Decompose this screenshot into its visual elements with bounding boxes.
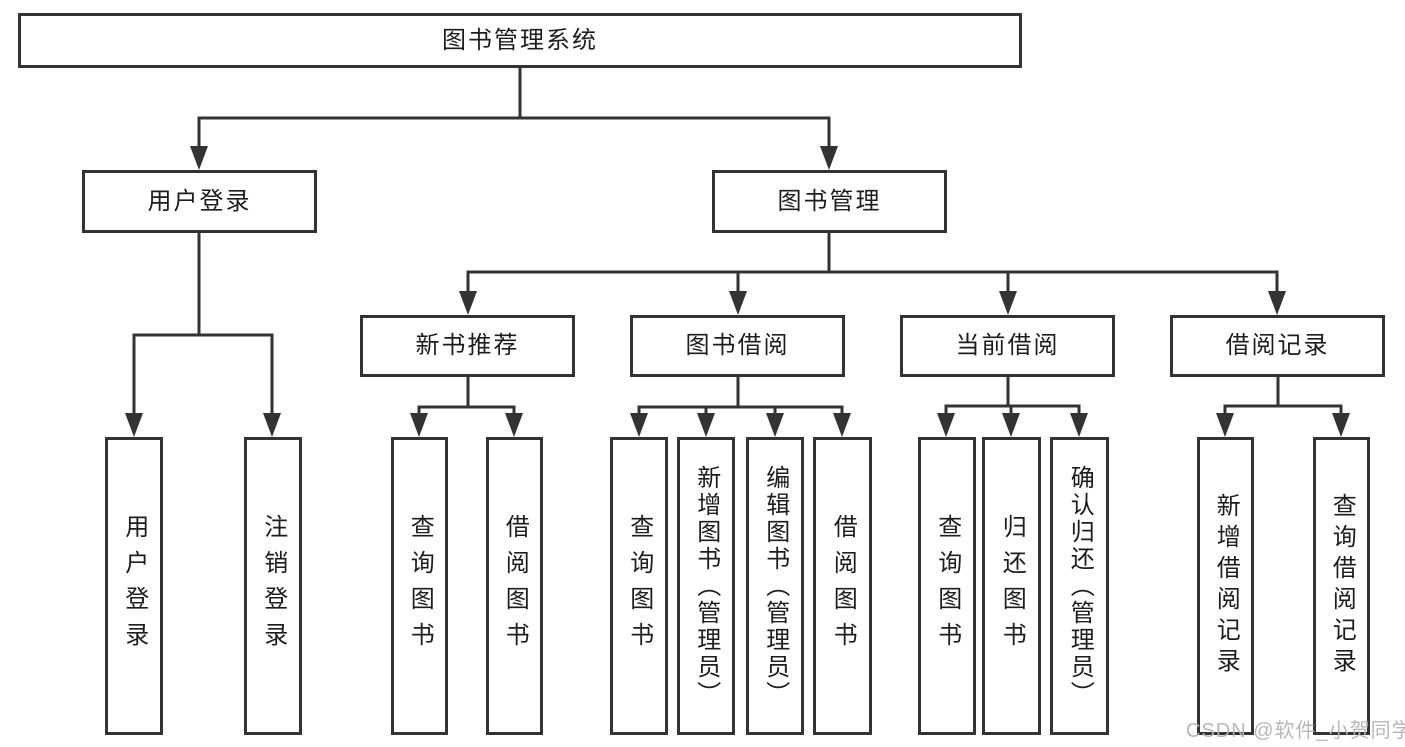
leaf-logout: 注销登录 — [244, 437, 302, 735]
node-new-book-recommend: 新书推荐 — [360, 315, 575, 377]
leaf-add-book-admin: 新增图书（管理员） — [677, 437, 735, 735]
leaf-edit-book-admin: 编辑图书（管理员） — [746, 437, 804, 735]
node-current-borrow: 当前借阅 — [900, 315, 1115, 377]
leaf-query-books-recommend: 查询图书 — [391, 437, 448, 735]
leaf-add-borrow-record: 新增借阅记录 — [1197, 437, 1254, 735]
watermark-text: CSDN @软件_小贺同学 — [1186, 720, 1405, 742]
node-user-login: 用户登录 — [82, 170, 317, 233]
leaf-confirm-return-admin: 确认归还（管理员） — [1050, 437, 1109, 735]
leaf-query-borrow-record: 查询借阅记录 — [1313, 437, 1370, 735]
leaf-borrow-books-recommend: 借阅图书 — [486, 437, 543, 735]
node-borrow-records: 借阅记录 — [1170, 315, 1385, 377]
node-library-management-system: 图书管理系统 — [18, 13, 1022, 68]
leaf-query-books-borrow: 查询图书 — [610, 437, 668, 735]
leaf-user-login: 用户登录 — [105, 437, 163, 735]
leaf-query-books-current: 查询图书 — [918, 437, 976, 735]
leaf-return-book: 归还图书 — [982, 437, 1041, 735]
node-book-borrow: 图书借阅 — [630, 315, 845, 377]
node-book-management: 图书管理 — [712, 170, 947, 233]
leaf-borrow-books: 借阅图书 — [813, 437, 872, 735]
